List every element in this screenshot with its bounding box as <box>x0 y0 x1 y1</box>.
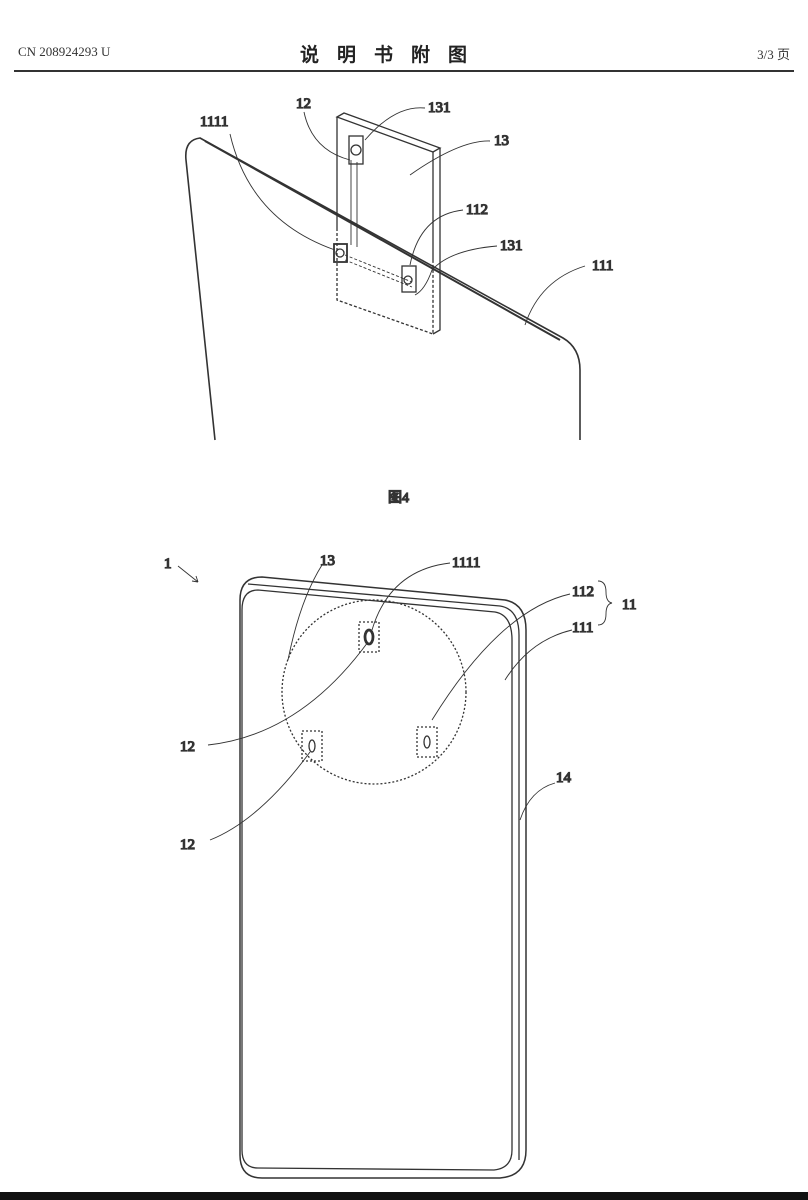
figure-4-caption: 图4 <box>388 491 409 506</box>
label-1: 1 <box>164 556 172 572</box>
screen-outline <box>241 589 513 1171</box>
sliding-panel <box>335 112 442 335</box>
header-divider <box>14 70 794 72</box>
page-title: 说明书附图 <box>300 44 486 66</box>
label-12-top: 12 <box>180 739 195 755</box>
camera-module <box>348 135 364 165</box>
label-11: 11 <box>622 597 636 613</box>
label-131-top: 131 <box>428 100 451 116</box>
label-13: 13 <box>320 553 335 569</box>
label-12-bottom: 12 <box>180 837 195 853</box>
light-hole <box>333 243 348 263</box>
page-number: 3/3 页 <box>757 47 790 62</box>
label-14: 14 <box>556 770 572 786</box>
figure-5: 1 13 1111 112 11 111 14 12 12 <box>163 552 637 1179</box>
label-1111: 1111 <box>452 555 480 571</box>
label-131-bottom: 131 <box>500 238 523 254</box>
label-111: 111 <box>572 620 593 636</box>
label-112: 112 <box>572 584 594 600</box>
camera-left <box>301 730 323 762</box>
screen-edge <box>204 140 561 341</box>
frame-edge <box>247 583 520 1160</box>
rotating-panel <box>281 599 467 785</box>
leader-lines <box>229 107 586 326</box>
label-13: 13 <box>494 133 509 149</box>
sensor-module <box>401 265 417 293</box>
figure-4: 12 131 13 1111 112 131 111 图4 <box>184 95 614 507</box>
label-12: 12 <box>296 96 311 112</box>
leader-lines <box>177 562 613 841</box>
bottom-bar <box>0 1192 808 1200</box>
back-shell <box>239 576 527 1179</box>
phone-outline <box>184 137 581 441</box>
label-111: 111 <box>592 258 613 274</box>
sensor-right <box>416 726 438 758</box>
label-1111: 1111 <box>200 114 228 130</box>
light-hole <box>358 621 380 653</box>
label-112: 112 <box>466 202 488 218</box>
patent-number: CN 208924293 U <box>18 44 111 59</box>
